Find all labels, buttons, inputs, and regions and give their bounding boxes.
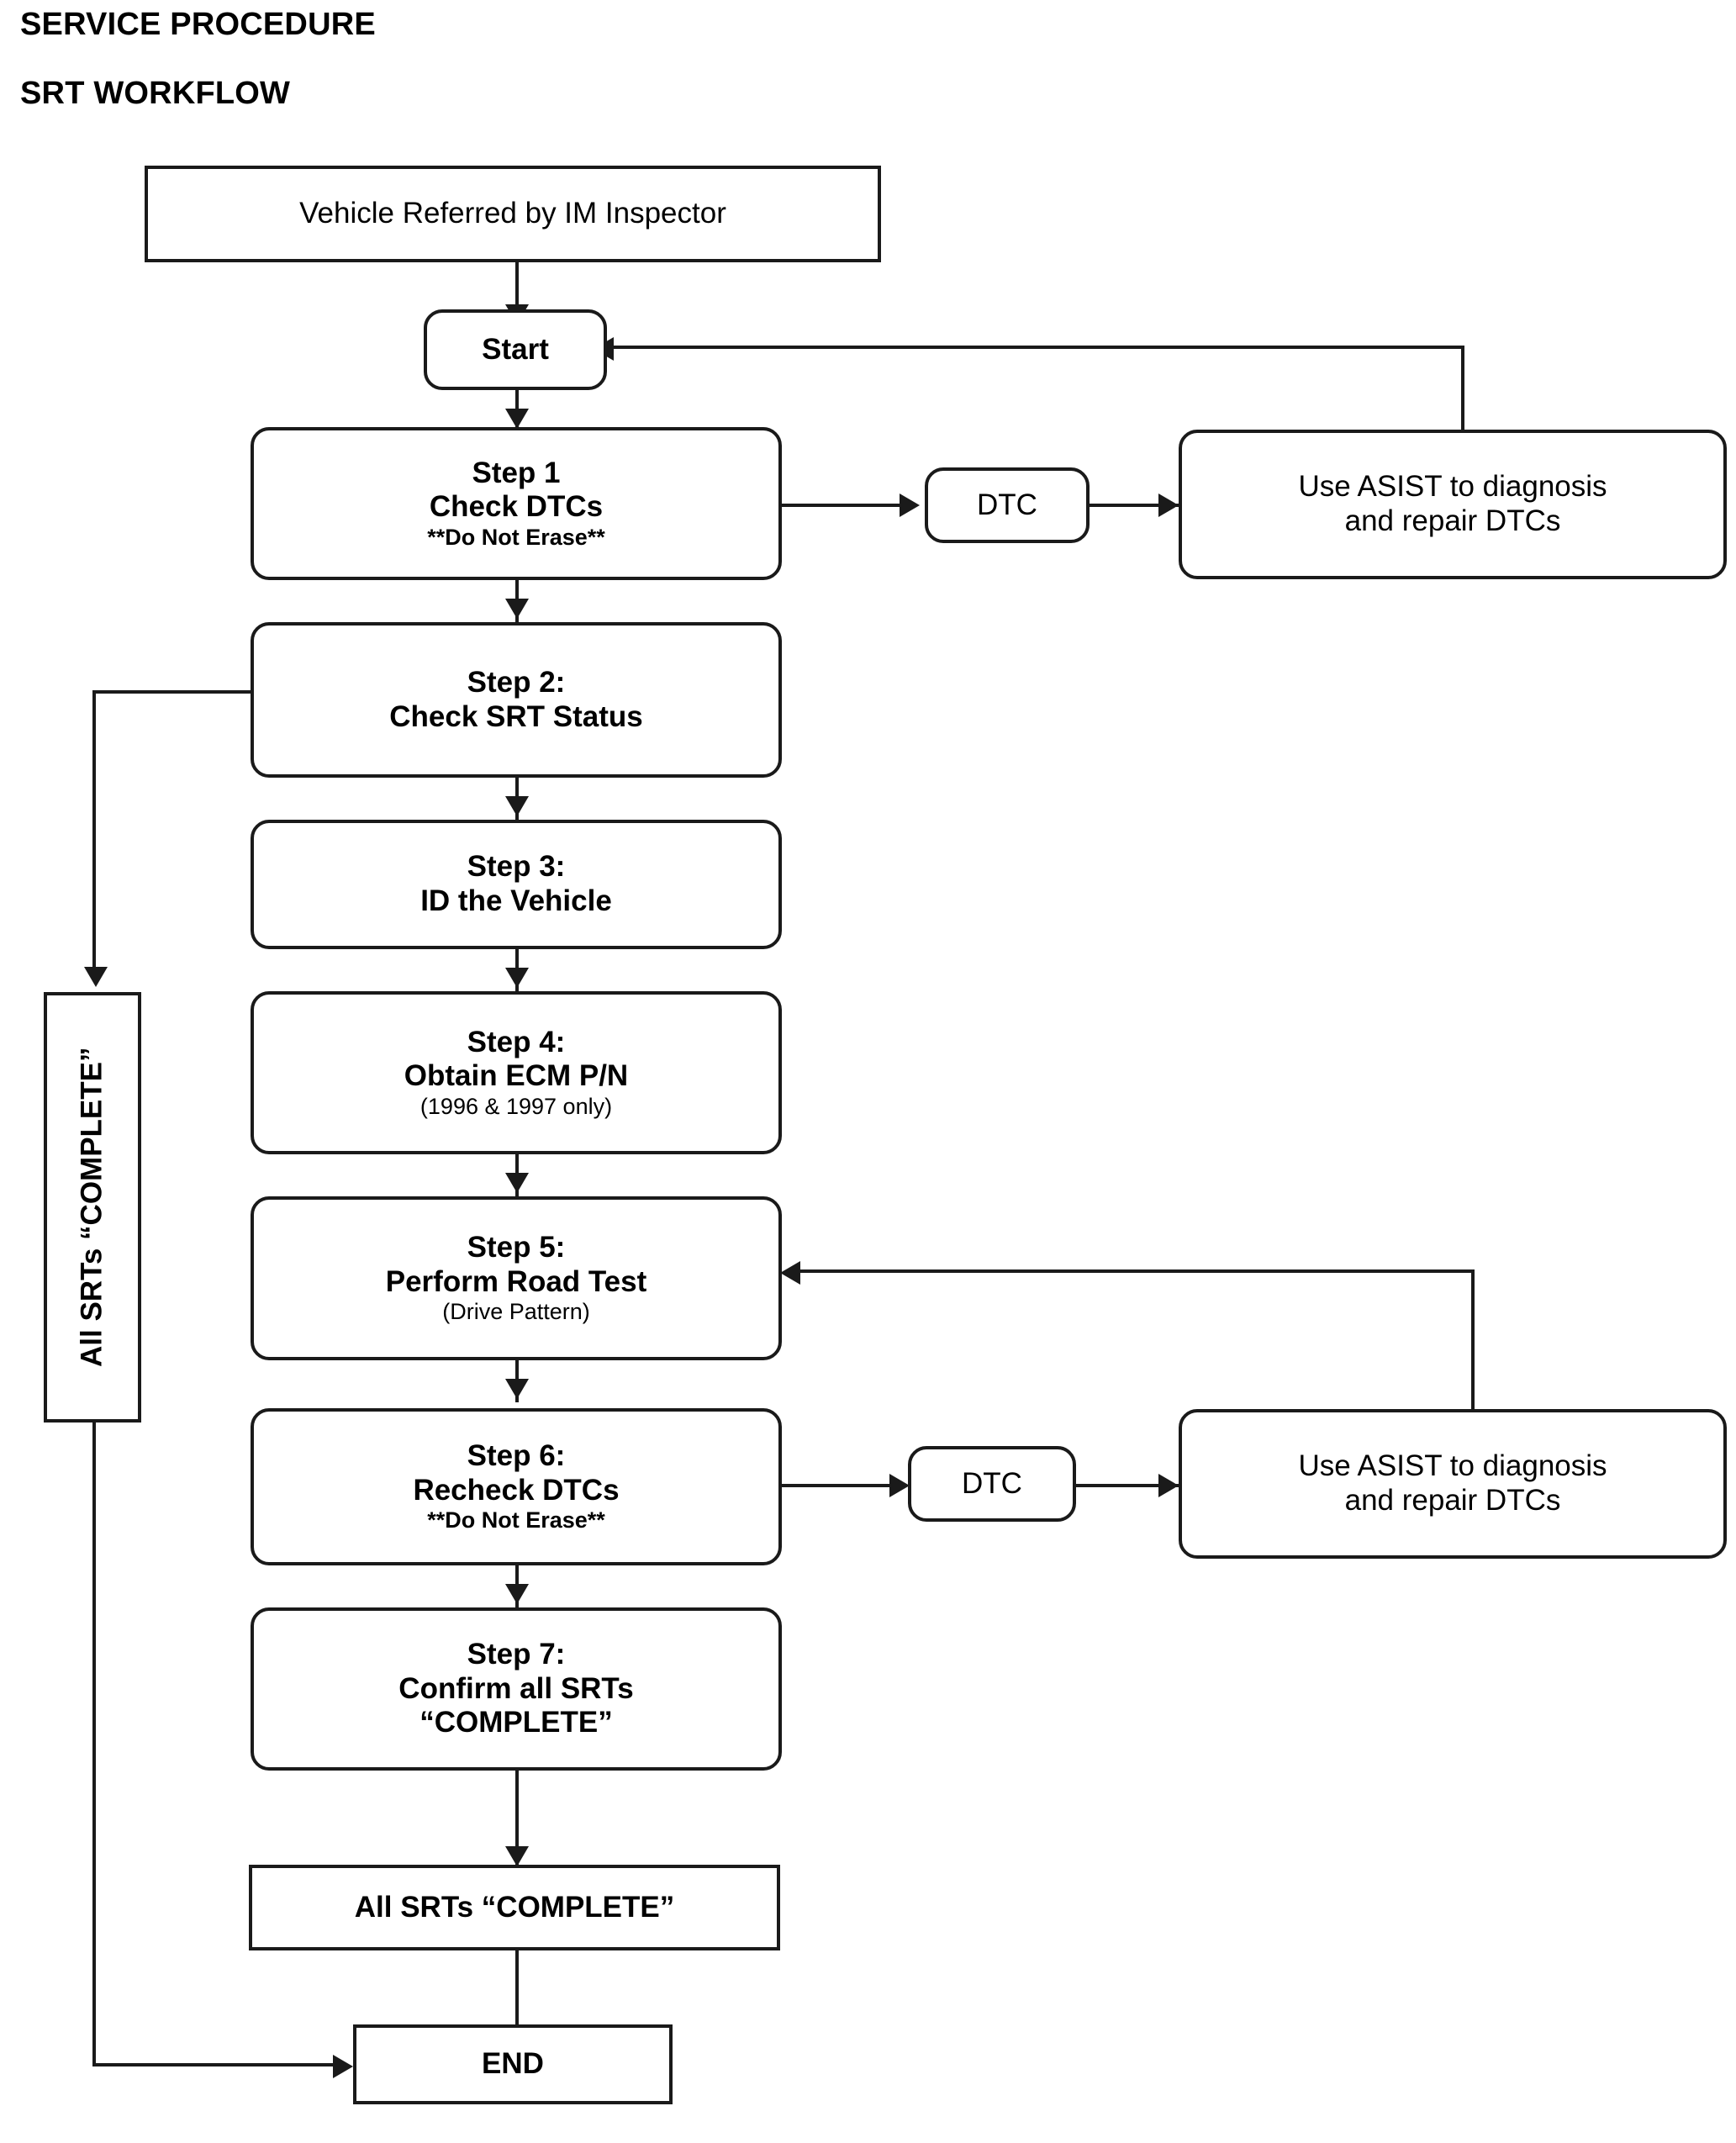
node-complete-label: All SRTs “COMPLETE” [354, 1890, 675, 1924]
arrowhead-step1-to-step2 [505, 599, 529, 619]
node-step-5[interactable]: Step 5: Perform Road Test (Drive Pattern… [251, 1196, 782, 1360]
arrowhead-step4-to-step5 [505, 1173, 529, 1193]
edge-asist1-loop-horizontal [604, 346, 1464, 349]
node-step3-action: ID the Vehicle [420, 884, 612, 917]
node-step7-action: Confirm all SRTs [398, 1671, 634, 1705]
arrowhead-step1-to-dtc1 [900, 494, 920, 517]
node-step7-title: Step 7: [467, 1638, 566, 1671]
node-end[interactable]: END [353, 2024, 673, 2104]
node-step1-action: Check DTCs [429, 490, 604, 524]
node-asist2-line1: Use ASIST to diagnosis [1298, 1449, 1607, 1483]
edge-vertical-to-end-horizontal [92, 2063, 346, 2066]
edge-step7-to-complete [515, 1771, 519, 1865]
node-end-label: END [482, 2047, 544, 2081]
edge-step2-branch-vertical [92, 690, 96, 976]
node-start[interactable]: Start [424, 309, 607, 390]
node-step1-note: **Do Not Erase** [427, 524, 605, 550]
node-step2-action: Check SRT Status [389, 699, 643, 733]
edge-asist2-loop-horizontal [794, 1269, 1475, 1273]
node-step3-title: Step 3: [467, 850, 566, 884]
arrowhead-start-to-step1 [505, 409, 529, 429]
arrowhead-step7-to-complete [505, 1846, 529, 1866]
node-step7-state: “COMPLETE” [419, 1706, 613, 1739]
page-subtitle-srt-workflow: SRT WORKFLOW [20, 76, 291, 111]
node-step-1[interactable]: Step 1 Check DTCs **Do Not Erase** [251, 427, 782, 580]
node-step6-action: Recheck DTCs [413, 1473, 620, 1507]
arrowhead-asist2-to-step5 [780, 1261, 800, 1285]
arrowhead-step2-to-vertical-node [84, 967, 108, 987]
node-step4-note: (1996 & 1997 only) [419, 1093, 613, 1119]
arrowhead-step5-to-step6 [505, 1379, 529, 1399]
node-all-srts-complete-vertical[interactable]: All SRTs “COMPLETE” [44, 992, 141, 1423]
node-vehicle-referred[interactable]: Vehicle Referred by IM Inspector [145, 166, 881, 262]
node-step5-title: Step 5: [467, 1231, 566, 1264]
page-title-service-procedure: SERVICE PROCEDURE [20, 7, 376, 42]
edge-complete-to-end [515, 1950, 519, 2043]
edge-vertical-to-end-vertical [92, 1423, 96, 2066]
edge-dtc2-to-asist2 [1076, 1484, 1179, 1487]
node-step6-title: Step 6: [467, 1439, 566, 1473]
node-dtc-1[interactable]: DTC [925, 467, 1090, 543]
node-referral-label: Vehicle Referred by IM Inspector [299, 197, 726, 230]
node-step5-note: (Drive Pattern) [442, 1299, 590, 1325]
edge-dtc1-to-asist1 [1089, 504, 1179, 507]
node-dtc-2[interactable]: DTC [908, 1446, 1076, 1522]
node-step-7[interactable]: Step 7: Confirm all SRTs “COMPLETE” [251, 1607, 782, 1771]
node-asist-2[interactable]: Use ASIST to diagnosis and repair DTCs [1179, 1409, 1727, 1559]
node-dtc1-label: DTC [977, 488, 1037, 521]
arrowhead-step6-to-step7 [505, 1584, 529, 1604]
edge-asist2-loop-vertical [1471, 1269, 1475, 1409]
node-asist-1[interactable]: Use ASIST to diagnosis and repair DTCs [1179, 430, 1727, 579]
node-all-srts-complete[interactable]: All SRTs “COMPLETE” [249, 1865, 780, 1950]
node-step-2[interactable]: Step 2: Check SRT Status [251, 622, 782, 778]
edge-step2-branch-horizontal [92, 690, 252, 694]
edge-step6-to-dtc2 [782, 1484, 893, 1487]
node-step1-title: Step 1 [472, 456, 561, 489]
node-step4-title: Step 4: [467, 1025, 566, 1058]
edge-asist1-loop-vertical [1461, 346, 1464, 430]
arrowhead-dtc2-to-asist2 [1158, 1474, 1179, 1497]
arrowhead-vertical-to-end [333, 2055, 353, 2078]
node-step4-action: Obtain ECM P/N [404, 1059, 629, 1093]
node-step2-title: Step 2: [467, 665, 566, 699]
arrowhead-dtc1-to-asist1 [1158, 494, 1179, 517]
arrowhead-step2-to-step3 [505, 796, 529, 816]
node-step6-note: **Do Not Erase** [427, 1507, 605, 1533]
node-vertical-label: All SRTs “COMPLETE” [75, 1047, 108, 1368]
node-start-label: Start [482, 332, 549, 366]
node-asist1-line1: Use ASIST to diagnosis [1298, 470, 1607, 504]
arrowhead-step3-to-step4 [505, 968, 529, 988]
node-asist2-line2: and repair DTCs [1344, 1484, 1561, 1517]
node-dtc2-label: DTC [962, 1466, 1022, 1500]
arrowhead-step6-to-dtc2 [889, 1474, 910, 1497]
node-step-6[interactable]: Step 6: Recheck DTCs **Do Not Erase** [251, 1408, 782, 1565]
node-asist1-line2: and repair DTCs [1344, 504, 1561, 537]
node-step5-action: Perform Road Test [385, 1264, 647, 1298]
node-step-3[interactable]: Step 3: ID the Vehicle [251, 820, 782, 949]
edge-step1-to-dtc1 [782, 504, 903, 507]
edge-referral-to-start [515, 262, 519, 309]
node-step-4[interactable]: Step 4: Obtain ECM P/N (1996 & 1997 only… [251, 991, 782, 1154]
